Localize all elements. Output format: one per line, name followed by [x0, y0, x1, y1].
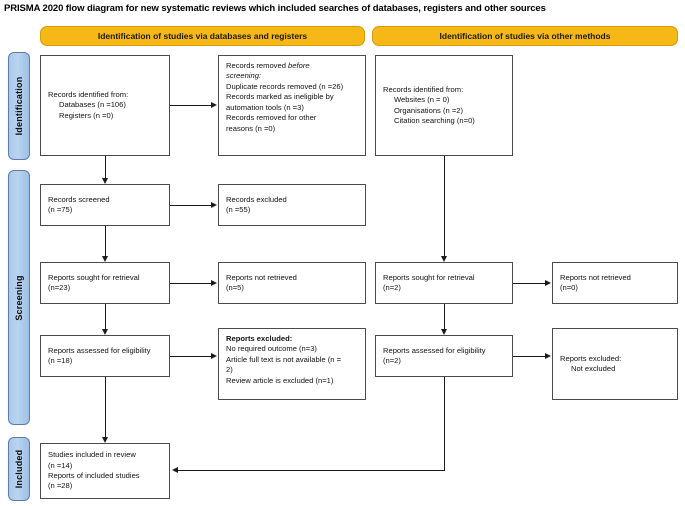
reports-excluded-line5: Review article is excluded (n=1) — [226, 375, 334, 385]
box-reports-not-retrieved-other: Reports not retrieved (n=0) — [552, 262, 678, 304]
connector-assessed-other-to-excluded-other — [513, 356, 546, 357]
box-reports-assessed-other: Reports assessed for eligibility (n=2) — [375, 335, 513, 377]
arrowhead-assessed-to-excluded — [211, 353, 217, 359]
reports-sought-other-line2: (n=2) — [383, 283, 401, 292]
reports-assessed-line1: Reports assessed for eligibility — [48, 345, 151, 355]
records-removed-line1b: before — [288, 61, 310, 70]
box-records-removed: Records removed before screening: Duplic… — [218, 55, 366, 156]
connector-screened-to-excluded — [170, 205, 212, 206]
records-identified-line1: Records identified from: — [48, 89, 129, 99]
records-removed-line1a: Records removed — [226, 61, 289, 70]
box-records-identified-other: Records identified from: Websites (n = 0… — [375, 55, 513, 156]
records-removed-line6: Records removed for other — [226, 113, 317, 123]
records-screened-line1: Records screened — [48, 194, 110, 204]
reports-excluded-other-line2: Not excluded — [571, 364, 616, 373]
arrowhead-sought-other-to-assessed-other — [441, 329, 447, 335]
connector-assessed-other-down — [444, 377, 445, 471]
arrowhead-screened-to-excluded — [211, 202, 217, 208]
box-records-screened: Records screened (n =75) — [40, 184, 170, 226]
connector-identified-to-removed — [170, 105, 212, 106]
records-identified-line2: Databases (n =106) — [59, 100, 126, 110]
studies-included-line4: (n =28) — [48, 481, 73, 491]
arrowhead-identified-other-to-sought — [441, 256, 447, 262]
reports-assessed-other-line2: (n=2) — [383, 356, 401, 365]
arrowhead-sought-to-notretrieved — [211, 280, 217, 286]
phase-label-screening: Screening — [14, 274, 24, 321]
box-reports-sought-other: Reports sought for retrieval (n=2) — [375, 262, 513, 304]
records-removed-line5: automation tools (n =3) — [226, 102, 304, 112]
box-reports-sought: Reports sought for retrieval (n=23) — [40, 262, 170, 304]
header-other-methods: Identification of studies via other meth… — [372, 26, 678, 46]
records-identified-line3: Registers (n =0) — [59, 110, 114, 120]
records-excluded-line2: (n =55) — [226, 205, 251, 214]
records-identified-other-line3: Organisations (n =2) — [394, 105, 464, 115]
phase-label-included: Included — [14, 449, 24, 489]
records-identified-other-line2: Websites (n = 0) — [394, 95, 450, 105]
box-reports-assessed: Reports assessed for eligibility (n =18) — [40, 335, 170, 377]
reports-not-retrieved-other-line2: (n=0) — [560, 283, 578, 292]
reports-sought-line2: (n=23) — [48, 283, 71, 292]
header-databases-registers: Identification of studies via databases … — [40, 26, 365, 46]
connector-identified-to-screened — [105, 156, 106, 180]
arrowhead-assessed-other-to-excluded-other — [545, 353, 551, 359]
records-identified-other-line4: Citation searching (n=0) — [394, 115, 475, 125]
phase-label-identification: Identification — [14, 76, 24, 136]
reports-excluded-other-line1: Reports excluded: — [560, 353, 622, 363]
box-records-excluded: Records excluded (n =55) — [218, 184, 366, 226]
phase-bar-included: Included — [8, 437, 30, 501]
reports-sought-line1: Reports sought for retrieval — [48, 272, 140, 282]
reports-excluded-line2: No required outcome (n=3) — [226, 344, 317, 354]
box-reports-excluded-other: Reports excluded: Not excluded — [552, 328, 678, 400]
records-removed-line7: reasons (n =0) — [226, 123, 276, 133]
reports-excluded-line3: Article full text is not available (n = — [226, 354, 342, 364]
records-removed-line4: Records marked as ineligible by — [226, 92, 334, 102]
reports-not-retrieved-other-line1: Reports not retrieved — [560, 272, 631, 282]
phase-bar-identification: Identification — [8, 52, 30, 160]
reports-sought-other-line1: Reports sought for retrieval — [383, 272, 475, 282]
reports-not-retrieved-line2: (n=5) — [226, 283, 244, 292]
page-title: PRISMA 2020 flow diagram for new systema… — [4, 3, 546, 14]
arrowhead-identified-to-removed — [211, 102, 217, 108]
records-removed-line1: Records removed before — [226, 61, 358, 71]
studies-included-line1: Studies included in review — [48, 450, 136, 460]
arrowhead-screened-to-sought — [102, 256, 108, 262]
reports-assessed-other-line1: Reports assessed for eligibility — [383, 345, 486, 355]
reports-not-retrieved-line1: Reports not retrieved — [226, 272, 297, 282]
connector-sought-other-to-assessed-other — [444, 304, 445, 331]
arrowhead-identified-to-screened — [102, 178, 108, 184]
reports-excluded-line4: 2) — [226, 365, 233, 375]
connector-sought-to-notretrieved — [170, 283, 212, 284]
arrowhead-sought-other-to-notretrieved-other — [545, 280, 551, 286]
studies-included-line2: (n =14) — [48, 460, 73, 470]
phase-bar-screening: Screening — [8, 170, 30, 425]
connector-assessed-to-included — [105, 377, 106, 439]
box-reports-excluded: Reports excluded: No required outcome (n… — [218, 328, 366, 400]
connector-sought-to-assessed — [105, 304, 106, 331]
reports-assessed-line2: (n =18) — [48, 356, 73, 365]
records-excluded-line1: Records excluded — [226, 194, 287, 204]
reports-excluded-line1: Reports excluded: — [226, 334, 293, 343]
records-identified-other-line1: Records identified from: — [383, 84, 464, 94]
connector-assessed-to-excluded — [170, 356, 212, 357]
records-removed-line3: Duplicate records removed (n =26) — [226, 81, 344, 91]
connector-sought-other-to-notretrieved-other — [513, 283, 546, 284]
connector-screened-to-sought — [105, 226, 106, 258]
connector-identified-other-to-sought — [444, 156, 445, 258]
box-studies-included: Studies included in review (n =14) Repor… — [40, 443, 170, 499]
records-removed-line2: screening: — [226, 71, 262, 81]
arrowhead-other-into-included — [172, 467, 178, 473]
arrowhead-sought-to-assessed — [102, 329, 108, 335]
records-screened-line2: (n =75) — [48, 205, 73, 214]
arrowhead-assessed-to-included — [102, 437, 108, 443]
connector-other-into-included — [178, 470, 445, 471]
studies-included-line3: Reports of included studies — [48, 471, 140, 480]
box-records-identified: Records identified from: Databases (n =1… — [40, 55, 170, 156]
box-reports-not-retrieved: Reports not retrieved (n=5) — [218, 262, 366, 304]
